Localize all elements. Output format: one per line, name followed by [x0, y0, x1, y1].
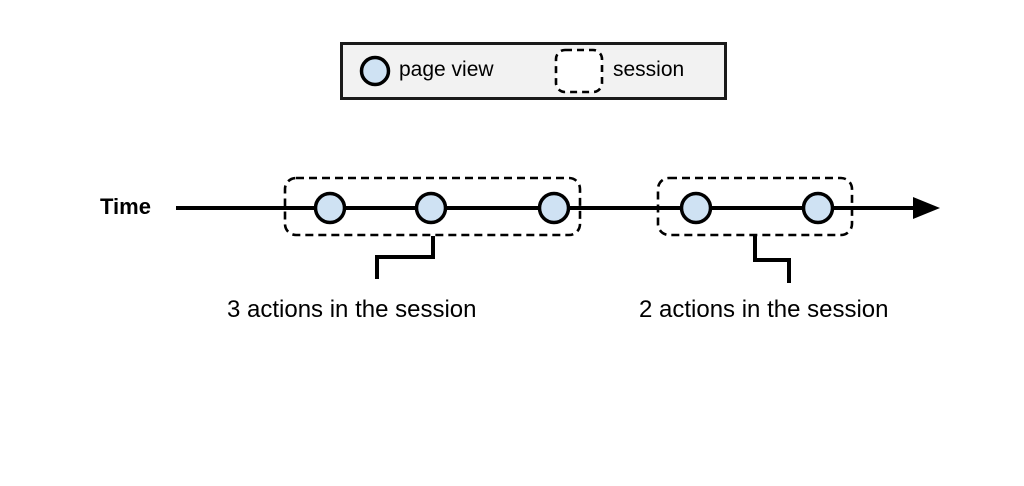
page-view-circle-icon	[359, 55, 391, 87]
page-view-node	[537, 191, 571, 225]
legend-label-page-view: page view	[399, 58, 494, 81]
page-view-node	[679, 191, 713, 225]
legend-label-session: session	[613, 58, 685, 81]
session-box-2	[656, 176, 854, 237]
timeline-arrow-head-icon	[913, 197, 940, 219]
caption-leader-line-2	[753, 236, 791, 283]
page-view-node	[801, 191, 835, 225]
page-view-node	[313, 191, 347, 225]
page-view-node	[414, 191, 448, 225]
caption-leader-line-1	[375, 236, 435, 279]
legend-box	[340, 42, 727, 100]
time-axis-label: Time	[100, 194, 151, 219]
session-caption-2: 2 actions in the session	[639, 296, 889, 323]
session-box-1	[283, 176, 582, 237]
session-dashed-box-icon	[554, 48, 604, 94]
session-caption-1: 3 actions in the session	[227, 296, 477, 323]
